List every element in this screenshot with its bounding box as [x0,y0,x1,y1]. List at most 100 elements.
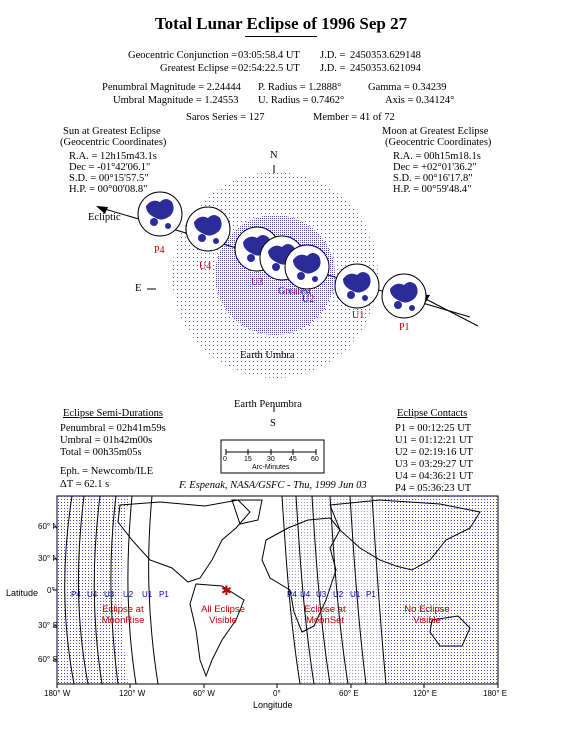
map-west-p1: P1 [159,590,169,599]
map-visible-label: All Eclipse Visible [188,604,258,626]
contact-label-u3: U3 [251,277,264,288]
map-visible-line2: Visible [209,615,237,626]
map-moonrise-line2: MoonRise [101,615,145,626]
south-america-outline [189,583,245,678]
credit-line: F. Espenak, NASA/GSFC - Thu, 1999 Jun 03 [179,480,367,491]
saros-series: Saros Series = 127 [186,112,265,123]
moon-disc-u2 [284,244,330,290]
ecliptic-label: Ecliptic [88,212,121,223]
map-west-u3: U3 [104,590,115,599]
asia-outline [329,499,481,571]
ecliptic-arrow-icon [96,206,108,214]
delta-t: ΔT = 62.1 s [60,479,110,490]
sun-ra: R.A. = 12h15m43.1s [69,151,157,162]
contact-label-p4: P4 [154,245,165,256]
page-title: Total Lunar Eclipse of 1996 Sep 27 [154,14,408,33]
umbra-label: Earth Umbra [240,350,295,361]
moon-disc-p4 [137,191,183,237]
map-east-u3: U3 [316,590,327,599]
longitude-title: Longitude [253,700,293,710]
map-west-u1: U1 [142,590,153,599]
contact-label-u4: U4 [199,261,212,272]
contacts-heading: Eclipse Contacts [397,408,468,419]
scale-tick-15: 15 [244,456,252,463]
europe-africa-outline [261,517,341,633]
penumbra-radius: P. Radius = 1.2888° [258,82,342,93]
north-label: N [270,150,278,161]
greatest-jd-value: 2450353.621094 [350,63,421,74]
map-noeclipse-label: No Eclipse Visible [392,604,462,626]
latitude-title: Latitude [6,588,39,598]
contact-p1: P1 = 00:12:25 UT [395,423,472,434]
lat-tick-0: 0° [47,586,55,595]
greatest-label: Greatest Eclipse = [160,63,238,74]
contact-label-p1: P1 [399,322,410,333]
scale-tick-30: 30 [267,456,275,463]
south-label: S [270,418,276,429]
australia-outline [429,615,471,647]
lon-tick-0: 0° [273,689,281,698]
moon-dec: Dec = +02°01'36.2" [393,162,477,173]
contact-u3: U3 = 03:29:27 UT [395,459,473,470]
conjunction-jd-value: 2450353.629148 [350,50,421,61]
greatest-eclipse-marker-icon: ✱ [221,584,232,599]
map-moonrise-label: Eclipse at MoonRise [88,604,158,626]
moon-path-arrow-line [417,294,479,327]
map-east-p4: P4 [287,590,297,599]
greatest-value: 02:54:22.5 UT [238,63,300,74]
scale-box [220,439,325,474]
moon-subheading: (Geocentric Coordinates) [385,137,492,148]
conjunction-jd-label: J.D. = [320,50,346,61]
lat-tick-60s: 60° S [38,655,58,664]
contact-u1: U1 = 01:12:21 UT [395,435,473,446]
contact-u4: U4 = 04:36:21 UT [395,471,473,482]
semi-durations-heading: Eclipse Semi-Durations [63,408,164,419]
lon-tick-60e: 60° E [339,689,359,698]
scale-label: Arc-Minutes [252,464,290,471]
lon-tick-60w: 60° W [193,689,215,698]
map-visible-line1: All Eclipse [201,604,245,615]
saros-member: Member = 41 of 72 [313,112,395,123]
lon-tick-120e: 120° E [413,689,438,698]
semi-total: Total = 00h35m05s [60,447,142,458]
moon-ra: R.A. = 00h15m18.1s [393,151,481,162]
east-label: E [135,283,142,294]
axis-value: Axis = 0.34124° [385,95,455,106]
map-east-u1: U1 [350,590,361,599]
scale-tick-60: 60 [311,456,319,463]
map-axis-ticks [53,526,499,688]
umbral-magnitude: Umbral Magnitude = 1.24553 [113,95,239,106]
map-west-u4: U4 [87,590,98,599]
map-west-p4: P4 [71,590,81,599]
scale-tick-0: 0 [223,456,227,463]
map-east-u4: U4 [300,590,311,599]
map-noeclipse-line2: Visible [413,615,441,626]
map-east-u2: U2 [333,590,344,599]
map-noeclipse-line1: No Eclipse [404,604,450,615]
moon-heading: Moon at Greatest Eclipse [382,126,489,137]
map-moonset-label: Eclipse at MoonSet [290,604,360,626]
moon-hp: H.P. = 00°59'48.4" [393,184,472,195]
greatest-label-diagram: Greatest [278,286,312,297]
conjunction-value: 03:05:58.4 UT [238,50,300,61]
map-west-u2: U2 [123,590,134,599]
lon-tick-180e: 180° E [483,689,508,698]
greenland-outline [231,499,263,525]
conjunction-label: Geocentric Conjunction = [128,50,238,61]
penumbral-magnitude: Penumbral Magnitude = 2.24444 [102,82,241,93]
lon-tick-120w: 120° W [119,689,146,698]
moon-sd: S.D. = 00°16'17.8" [393,173,473,184]
lon-tick-180w: 180° W [44,689,71,698]
sun-heading: Sun at Greatest Eclipse [63,126,161,137]
sun-dec: Dec = -01°42'06.1" [69,162,151,173]
moon-disc-u4 [185,206,231,252]
penumbra-label: Earth Penumbra [234,399,302,410]
map-moonset-line1: Eclipse at [304,604,346,615]
map-moonset-line2: MoonSet [305,615,345,626]
sun-subheading: (Geocentric Coordinates) [60,137,167,148]
moon-disc-p1 [381,273,427,319]
moon-positions [137,191,427,319]
semi-penumbral: Penumbral = 02h41m59s [60,423,166,434]
umbra-radius: U. Radius = 0.7462° [258,95,345,106]
ephemeris: Eph. = Newcomb/ILE [60,466,154,477]
